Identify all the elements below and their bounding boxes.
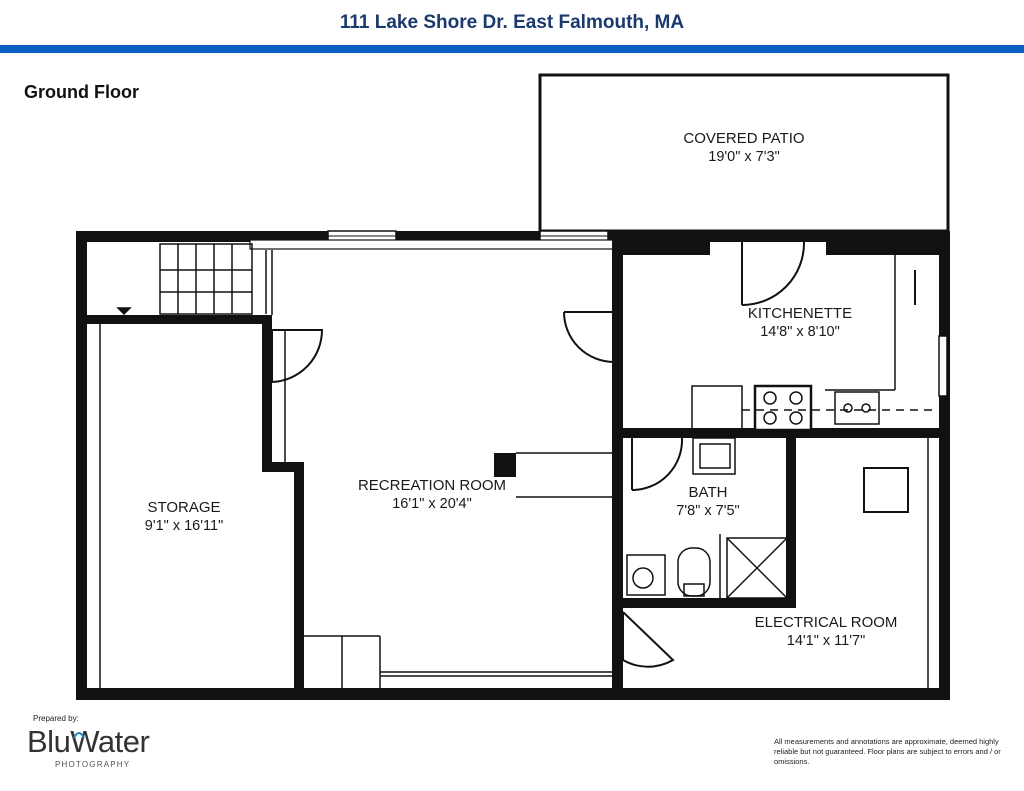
room-recreation-name: RECREATION ROOM xyxy=(358,477,506,494)
interior-walls xyxy=(87,315,939,690)
room-bath-dims: 7'8" x 7'5" xyxy=(676,503,739,519)
room-recreation-dims: 16'1" x 20'4" xyxy=(392,496,472,512)
stairs xyxy=(116,243,267,316)
room-covered-patio-name: COVERED PATIO xyxy=(683,130,804,147)
room-kitchenette-name: KITCHENETTE xyxy=(748,305,852,322)
disclaimer-text: All measurements and annotations are app… xyxy=(774,737,1001,766)
electrical-fixtures xyxy=(863,467,909,513)
exterior-walls xyxy=(76,231,950,700)
room-bath-name: BATH xyxy=(689,484,728,501)
bath-fixtures xyxy=(626,437,788,599)
room-kitchenette-dims: 14'8" x 8'10" xyxy=(760,324,840,340)
room-covered-patio-dims: 19'0" x 7'3" xyxy=(708,149,779,165)
logo-drop-icon xyxy=(73,732,85,739)
interior-thin-lines xyxy=(99,250,929,688)
door-swings xyxy=(271,241,806,668)
header-rule xyxy=(0,45,1024,53)
logo-subtext: PHOTOGRAPHY xyxy=(55,760,131,769)
kitchenette-walls xyxy=(612,231,950,700)
page-title: 111 Lake Shore Dr. East Falmouth, MA xyxy=(339,12,685,33)
room-storage-dims: 9'1" x 16'11" xyxy=(145,518,223,534)
room-storage-name: STORAGE xyxy=(147,499,220,516)
bluwater-logo: BluWater PHOTOGRAPHY xyxy=(27,724,167,770)
floor-label: Ground Floor xyxy=(24,82,139,102)
room-labels: COVERED PATIO 19'0" x 7'3" KITCHENETTE 1… xyxy=(145,130,898,649)
logo-wordmark: BluWater xyxy=(27,724,150,759)
room-electrical-dims: 14'1" x 11'7" xyxy=(787,633,865,649)
kitchen-fixtures xyxy=(691,270,948,432)
prepared-by-label: Prepared by: xyxy=(33,714,79,723)
room-electrical-name: ELECTRICAL ROOM xyxy=(755,614,898,631)
